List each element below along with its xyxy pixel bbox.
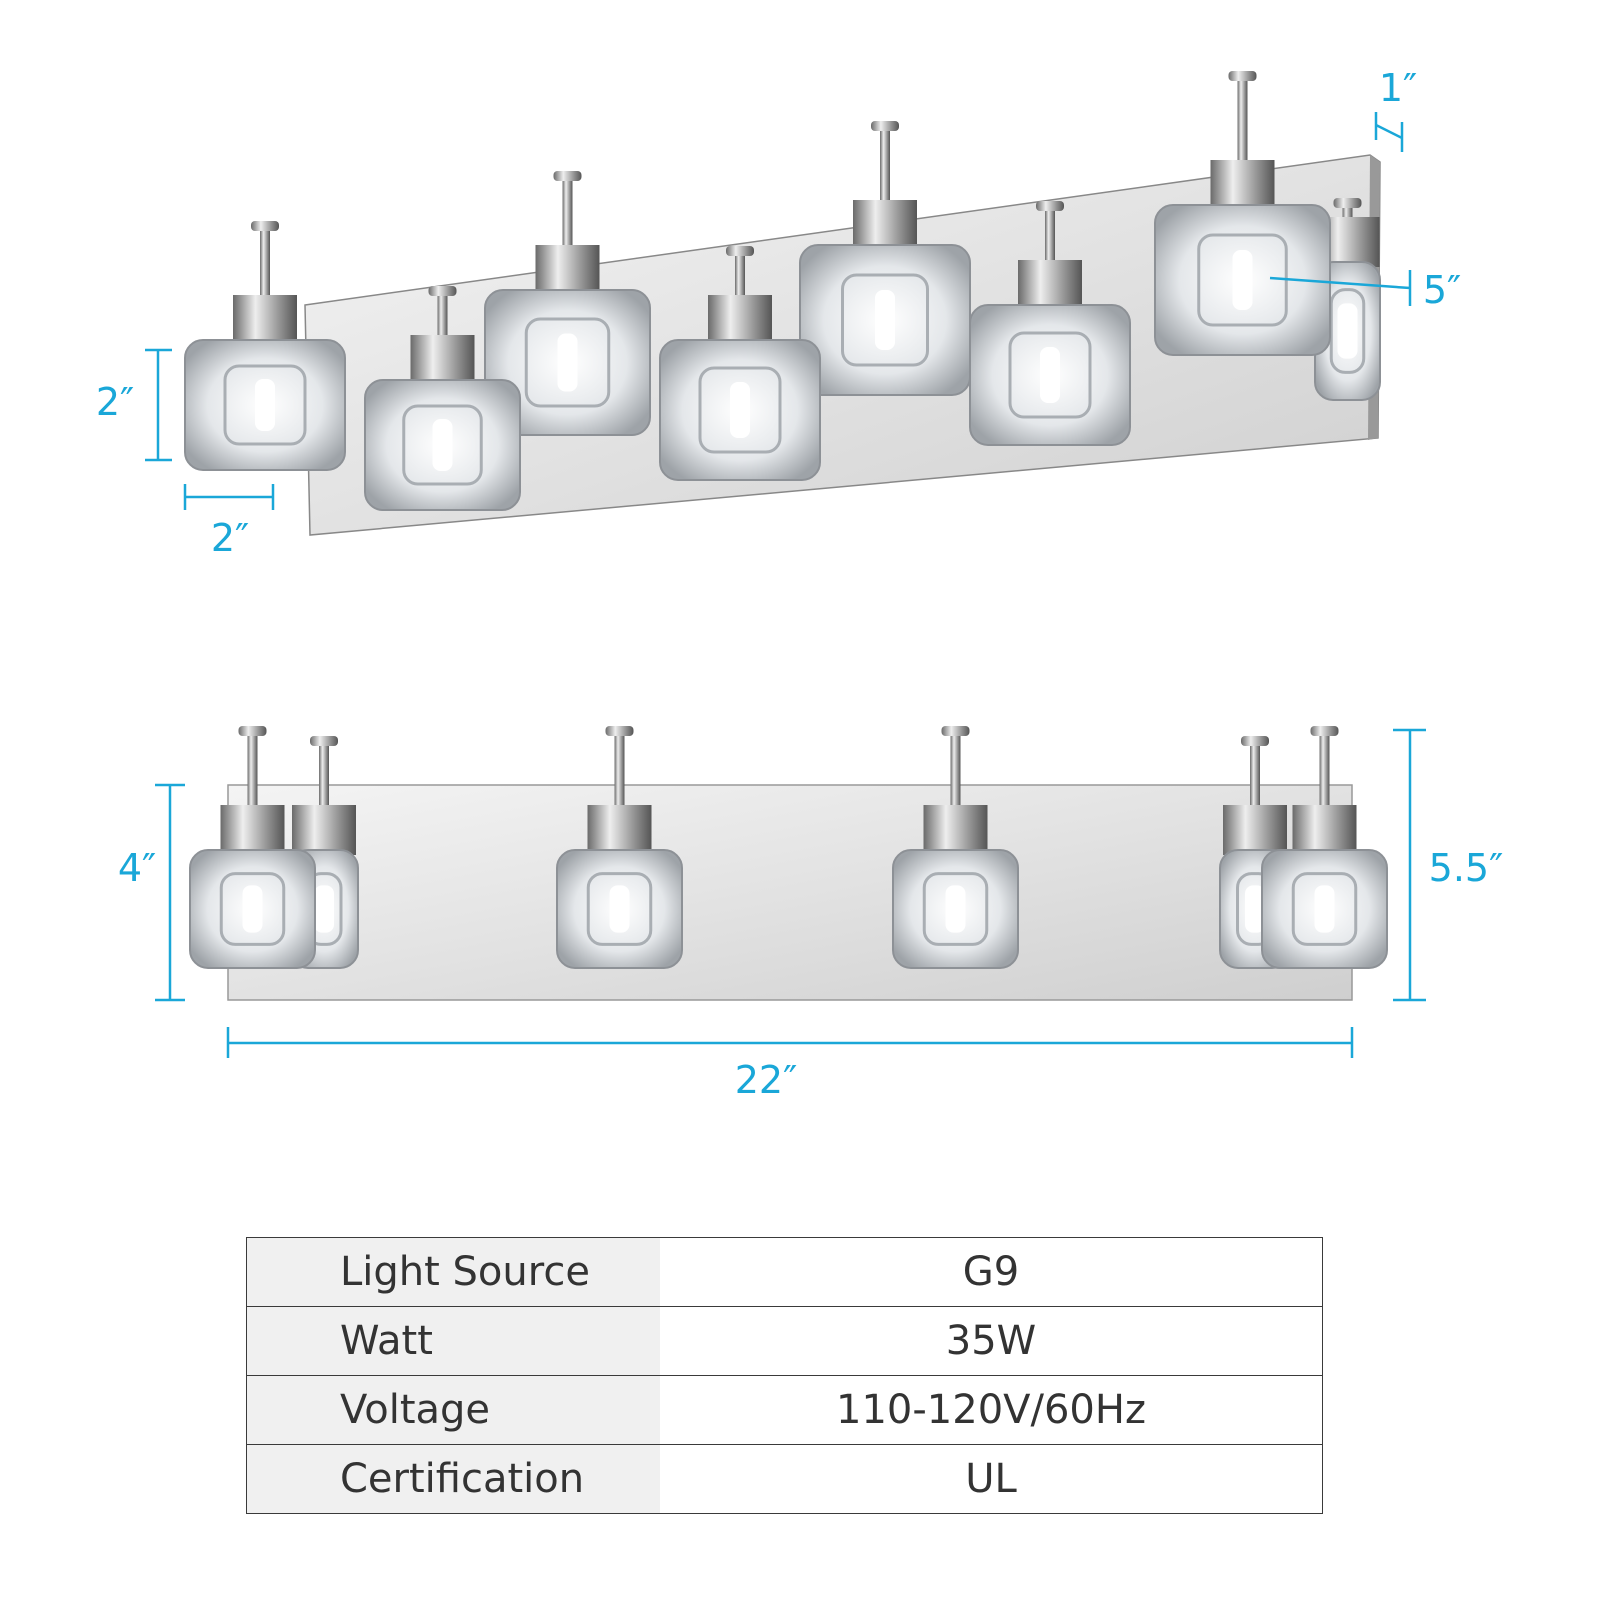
dim-shade-height: 2″ <box>95 380 135 424</box>
dimension-lines <box>145 112 1426 1058</box>
dim-extension: 5″ <box>1422 268 1462 312</box>
lamp-head <box>364 286 521 511</box>
front-view-fixture <box>189 726 1388 1001</box>
spec-value: 110-120V/60Hz <box>660 1375 1323 1445</box>
dim-depth: 1″ <box>1378 66 1418 110</box>
dim-line-total-height <box>1393 728 1426 1002</box>
lamp-head <box>189 726 316 969</box>
lamp-head <box>969 201 1131 446</box>
dim-line-shade-width <box>183 484 275 510</box>
spec-label: Certification <box>246 1444 660 1514</box>
dim-width: 22″ <box>734 1058 798 1102</box>
spec-label: Watt <box>246 1306 660 1376</box>
spec-value: UL <box>660 1444 1323 1514</box>
spec-value: G9 <box>660 1237 1323 1307</box>
dim-backplate-height: 4″ <box>117 846 157 890</box>
lamp-head <box>1261 726 1388 969</box>
lamp-head <box>184 221 346 471</box>
lamp-head <box>659 246 821 481</box>
lamp-head <box>484 171 651 436</box>
spec-label: Voltage <box>246 1375 660 1445</box>
dim-shade-width: 2″ <box>210 516 250 560</box>
dim-line-shade-height <box>145 348 172 462</box>
dim-total-height: 5.5″ <box>1428 846 1504 890</box>
top-view-fixture <box>184 71 1381 536</box>
spec-value: 35W <box>660 1306 1323 1376</box>
lamp-head <box>892 726 1019 969</box>
backplate <box>227 784 1353 1001</box>
lamp-head <box>799 121 971 396</box>
lamp-head <box>556 726 683 969</box>
dim-line-depth <box>1374 112 1404 152</box>
dim-line-width <box>226 1027 1354 1058</box>
dim-line-backplate-height <box>155 783 185 1002</box>
spec-label: Light Source <box>246 1237 660 1307</box>
dim-line-extension <box>1269 270 1412 306</box>
lamp-head <box>1154 71 1331 356</box>
lamp-head <box>1314 198 1381 401</box>
